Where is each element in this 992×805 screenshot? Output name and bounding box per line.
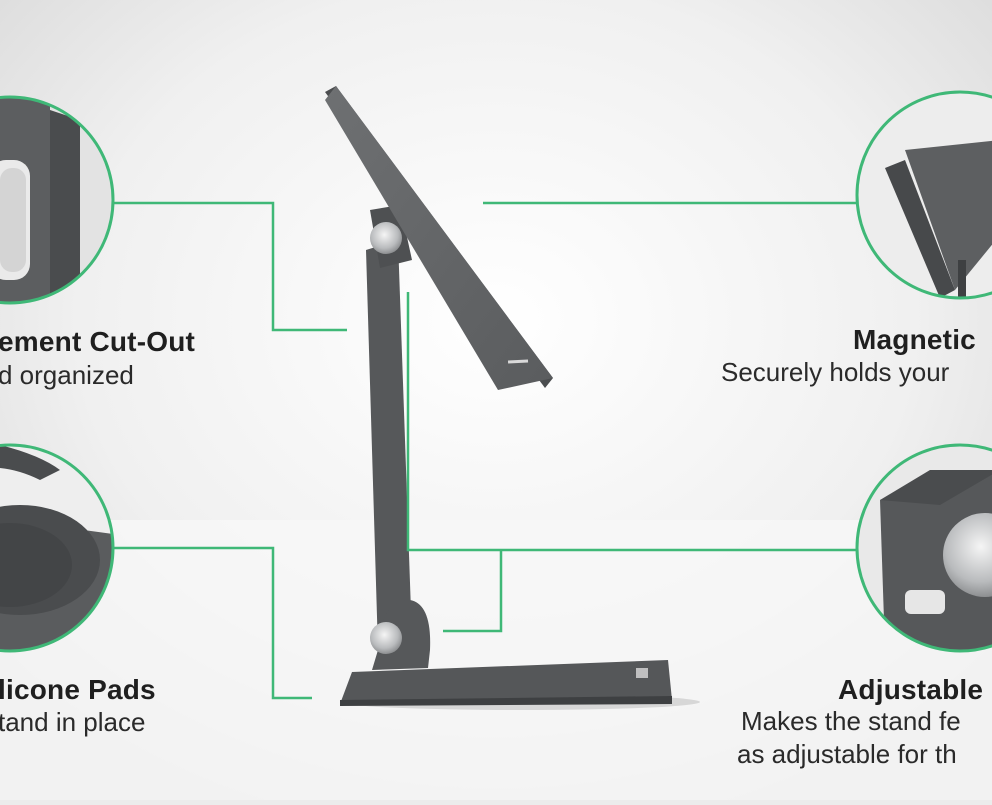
bottom-hinge-knob [370, 622, 402, 654]
stand-base [340, 660, 672, 704]
pads-description: tand in place [0, 707, 146, 737]
stand-arm [366, 240, 412, 650]
magnetic-description: Securely holds your [721, 357, 950, 387]
cutout-description: d organized [0, 360, 134, 390]
adjustable-detail-circle [855, 443, 992, 653]
adjustable-title: Adjustable [838, 674, 984, 705]
top-hinge-knob [370, 222, 402, 254]
callout-lines [113, 201, 858, 700]
tablet-plate [325, 86, 553, 390]
pads-title: licone Pads [0, 674, 156, 705]
magnetic-title: Magnetic [853, 324, 976, 355]
cutout-title: ement Cut-Out [0, 326, 196, 357]
adjustable-description-line1: Makes the stand fe [741, 706, 961, 736]
floor [0, 520, 992, 800]
silicone-pad-detail-circle [0, 443, 115, 653]
adjustable-description-line2: as adjustable for th [737, 739, 957, 769]
magnetic-detail-circle [855, 90, 992, 300]
tablet-stand [325, 86, 700, 710]
